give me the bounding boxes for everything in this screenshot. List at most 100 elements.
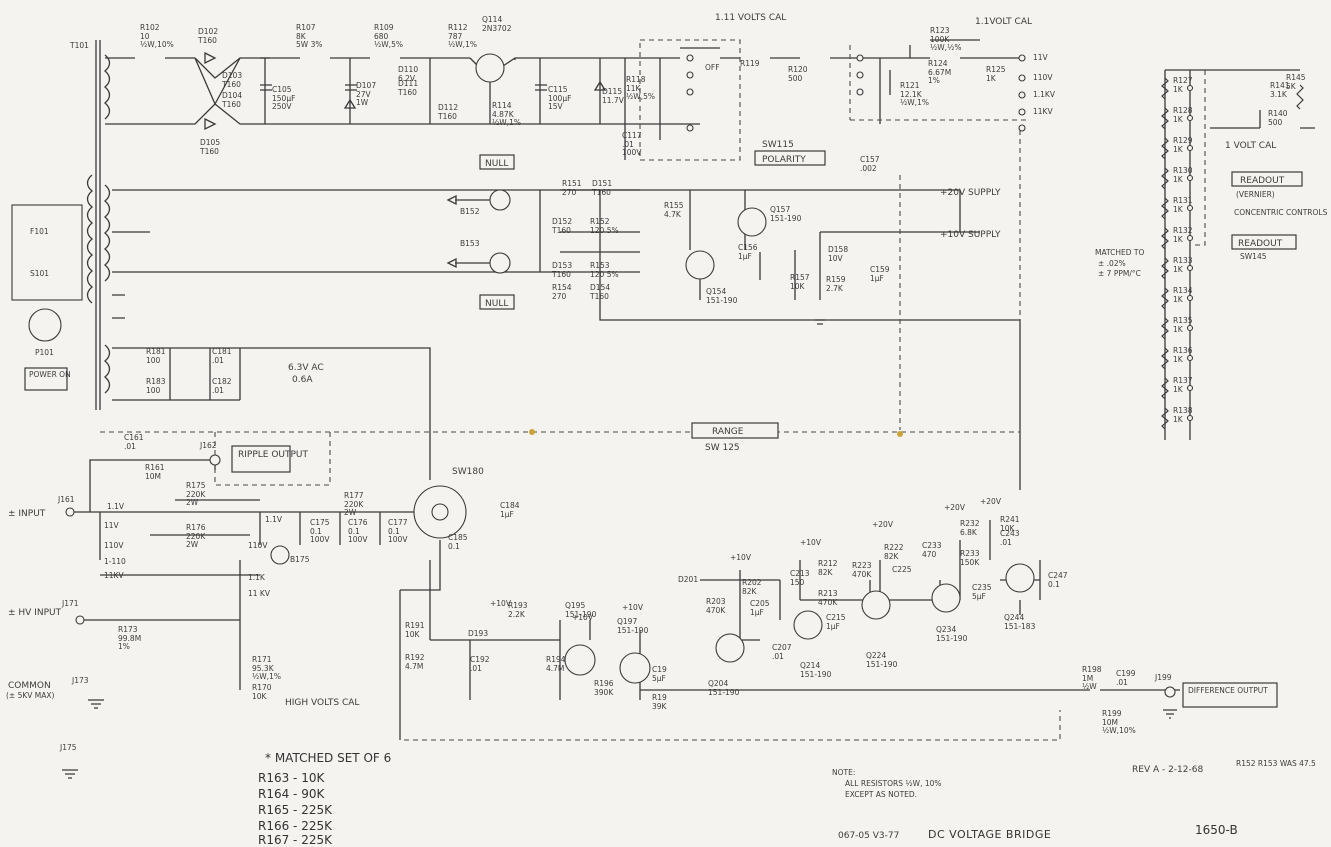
wiring (70, 39, 1315, 741)
d107-ref-label: D107 (356, 81, 376, 90)
lamp-b152-icon (489, 189, 511, 211)
drawing-title: DC VOLTAGE BRIDGE (928, 828, 1051, 841)
divider-resistor-r131 (1161, 197, 1169, 220)
c213-value-label: 150 (790, 578, 805, 587)
divider-tap-r136 (1186, 354, 1194, 362)
notes: * MATCHED SET OF 6 R163 - 10K R164 - 90K… (258, 248, 1316, 847)
divider-tap-r134 (1186, 294, 1194, 302)
r193-value-label: 2.2K (508, 610, 526, 619)
c117-note-label: 100V (622, 148, 642, 157)
input-tap-3: 1.1V (265, 515, 283, 524)
matched-set-item-3: R165 - 225K (258, 803, 333, 817)
d112-ref-label: D112 (438, 103, 458, 112)
c215-value-label: 1µF (826, 622, 840, 631)
r212-value-label: 82K (818, 568, 834, 577)
d158-ref-label: D158 (828, 245, 848, 254)
note-heading: NOTE: (832, 768, 855, 777)
off-label: OFF (705, 63, 720, 72)
r112-value-label: 787 (448, 32, 463, 41)
c159-ref-label: C159 (870, 265, 890, 274)
r192-ref-label: R192 (405, 653, 425, 662)
r155-value-label: 4.7K (664, 210, 682, 219)
r107-note-label: 5W 3% (296, 40, 322, 49)
r124-ref-label: R124 (928, 59, 948, 68)
t101-label: T101 (69, 41, 89, 50)
q195-ref-label: Q195 (565, 601, 585, 610)
note-line-1: ALL RESISTORS ½W, 10% (845, 779, 942, 788)
matched-set-item-5: R167 - 225K (258, 833, 333, 847)
hv-input-terminal-icon (75, 615, 85, 625)
r109-value-label: 680 (374, 32, 389, 41)
c182-ref-label: C182 (212, 377, 232, 386)
divider-value-r128: 1K (1173, 115, 1184, 124)
transistor-q195-icon (564, 644, 596, 676)
c235-value-label: 5µF (972, 592, 986, 601)
transistor-q204-icon (715, 633, 745, 663)
r118-note-label: ½W,5% (626, 92, 655, 101)
input-tap-5: 1.1K (248, 573, 266, 582)
divider-string: R1271KR1281KR1291KR1301KR1311KR1321KR133… (1161, 76, 1194, 430)
r161-ref-label: R161 (145, 463, 165, 472)
r124-note-label: 1% (928, 76, 940, 85)
range-tap-1: 11V (1033, 53, 1049, 62)
rail-label-4: +10V (730, 553, 752, 562)
r177-ref-label: R177 (344, 491, 364, 500)
range-tap-2: 110V (1033, 73, 1053, 82)
d154-value-label: T160 (589, 292, 609, 301)
divider-value-r129: 1K (1173, 145, 1184, 154)
divider-resistor-r133 (1161, 257, 1169, 280)
matched-note-1: MATCHED TO (1095, 248, 1145, 257)
c156-ref-label: C156 (738, 243, 758, 252)
d151-ref-label: D151 (592, 179, 612, 188)
divider-resistor-r130 (1161, 167, 1169, 190)
fuse-switch-block (11, 204, 83, 301)
r177-note-label: 2W (344, 508, 357, 517)
supply-labels: +20V SUPPLY +10V SUPPLY 6.3V AC 0.6A ± I… (6, 41, 1172, 752)
c156-value-label: 1µF (738, 252, 752, 261)
rail-label-2: +10V (572, 613, 594, 622)
rail-label-3: +10V (622, 603, 644, 612)
r175-value-label: 220K (186, 490, 206, 499)
q157-ref-label: Q157 (770, 205, 790, 214)
revision-change: R152 R153 WAS 47.5 (1236, 759, 1316, 768)
c19-value-label: 5µF (652, 674, 666, 683)
c157-value-label: .002 (860, 164, 877, 173)
c182-value-label: .01 (212, 386, 224, 395)
c207-ref-label: C207 (772, 643, 792, 652)
readout-switch-ref: SW145 (1240, 252, 1267, 261)
q114-ref-label: Q114 (482, 15, 502, 24)
r154-value-label: 270 (552, 292, 567, 301)
divider-ref-r132: R132 (1173, 226, 1193, 235)
c175-ref-label: C175 (310, 518, 330, 527)
r114-note-label: ½W,1% (492, 118, 521, 127)
divider-ref-r130: R130 (1173, 166, 1193, 175)
d112-value-label: T160 (437, 112, 457, 121)
divider-resistor-r129 (1161, 137, 1169, 160)
r123-value-label: 100K (930, 35, 950, 44)
j162-label: J162 (199, 441, 217, 450)
range-tap-3: 1.1KV (1033, 90, 1056, 99)
c205-value-label: 1µF (750, 608, 764, 617)
r151-ref-label: R151 (562, 179, 582, 188)
q114-value-label: 2N3702 (482, 24, 512, 33)
j199-label: J199 (1154, 673, 1172, 682)
r109-note-label: ½W,5% (374, 40, 403, 49)
q244-ref-label: Q244 (1004, 613, 1024, 622)
c105-ref-label: C105 (272, 85, 292, 94)
difference-jack-icon (1164, 686, 1176, 698)
r107-value-label: 8K (296, 32, 307, 41)
d103-value-label: T160 (221, 80, 241, 89)
one-one-volt-cal-label: 1.1VOLT CAL (975, 17, 1032, 27)
r173-note-label: 1% (118, 642, 130, 651)
ripple-output-label: RIPPLE OUTPUT (238, 450, 309, 460)
r171-value-label: 95.3K (252, 664, 275, 673)
c185-ref-label: C185 (448, 533, 468, 542)
q204-ref-label: Q204 (708, 679, 728, 688)
transistor-q157-icon (737, 207, 767, 237)
d153-ref-label: D153 (552, 261, 572, 270)
q214-ref-label: Q214 (800, 661, 820, 670)
divider-ref-r128: R128 (1173, 106, 1193, 115)
left-tap-3: 11KV (104, 571, 124, 580)
c115-value-label: 100µF (548, 94, 571, 103)
ac-voltage-label: 6.3V AC (288, 363, 324, 373)
